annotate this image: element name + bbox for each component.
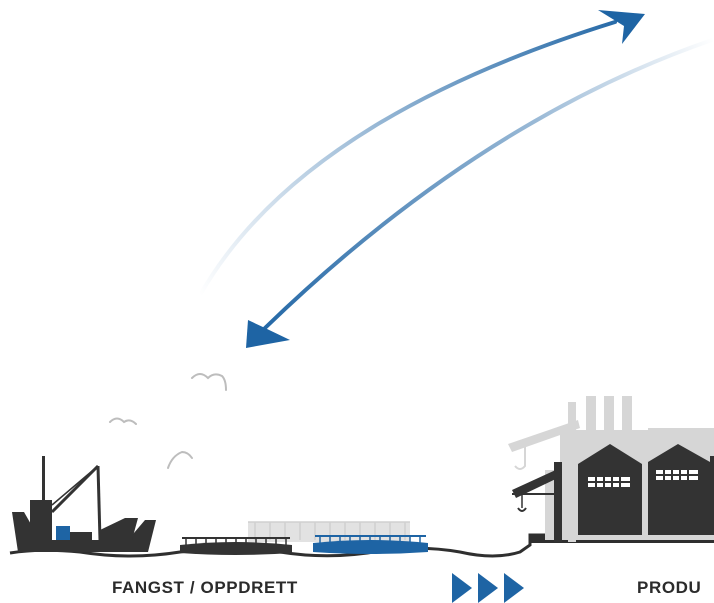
fishing-vessel-icon xyxy=(12,456,156,552)
arrowhead-up-icon xyxy=(598,10,645,44)
stage-label-production: PRODU xyxy=(637,578,702,597)
chevron-right-icon xyxy=(452,573,524,603)
factory-icon xyxy=(578,444,714,535)
stage-label-catch-farming: FANGST / OPPDRETT xyxy=(112,578,298,597)
seagull-icon xyxy=(109,373,227,469)
downstream-arrow xyxy=(246,38,714,348)
fish-farm-pens-icon xyxy=(180,521,428,555)
arrowhead-down-icon xyxy=(246,320,290,348)
upstream-arrow xyxy=(198,10,645,297)
dock-crane-icon xyxy=(512,462,562,542)
